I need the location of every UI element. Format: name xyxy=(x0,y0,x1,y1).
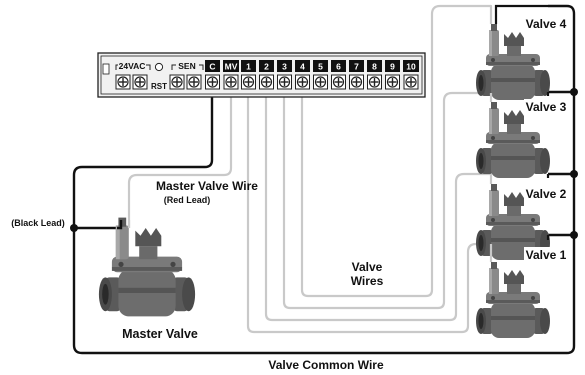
common-wire xyxy=(72,4,576,355)
valve-1-label: Valve 1 xyxy=(526,248,567,262)
terminal-zone-9: 9 xyxy=(390,62,395,72)
terminal-zone-10: 10 xyxy=(406,62,416,72)
screw-terminal xyxy=(115,74,131,90)
screw-terminal xyxy=(331,74,346,90)
reset-label: RST xyxy=(151,82,167,91)
terminal-group-sensor: SEN xyxy=(178,61,195,71)
zone-terminal-labels: 1 2 3 4 5 6 7 8 9 10 xyxy=(241,60,419,72)
screw-terminal xyxy=(313,74,328,90)
terminal-zone-7: 7 xyxy=(354,62,359,72)
zone-1-wire xyxy=(246,81,491,334)
master-valve-wire-label: Master Valve Wire xyxy=(156,179,258,193)
screw-terminal xyxy=(403,74,419,90)
terminal-zone-5: 5 xyxy=(318,62,323,72)
master-valve xyxy=(98,217,196,317)
screw-terminal xyxy=(169,74,185,90)
valve-common-wire-label: Valve Common Wire xyxy=(268,358,384,372)
screw-terminals xyxy=(115,74,419,90)
zone-3-wire xyxy=(282,81,491,310)
screw-terminal xyxy=(277,74,292,90)
terminal-zone-2: 2 xyxy=(264,62,269,72)
valve-1 xyxy=(476,262,550,338)
terminal-zone-4: 4 xyxy=(300,62,305,72)
red-lead-label: (Red Lead) xyxy=(164,195,211,205)
terminal-zone-8: 8 xyxy=(372,62,377,72)
screw-terminal xyxy=(132,74,148,90)
valve-2-label: Valve 2 xyxy=(526,187,567,201)
master-valve-label: Master Valve xyxy=(122,327,198,341)
valve-4-label: Valve 4 xyxy=(526,17,567,31)
screw-terminal xyxy=(259,74,274,90)
wire-junctions xyxy=(70,88,578,239)
valve-wires-label-line2: Wires xyxy=(351,274,384,288)
zone-2-wire xyxy=(264,81,491,322)
screw-terminal xyxy=(367,74,382,90)
valve-3-label: Valve 3 xyxy=(526,100,567,114)
valve-4 xyxy=(476,24,550,100)
zone-4-wire xyxy=(300,4,493,298)
grey-wires xyxy=(127,4,493,334)
screw-terminal xyxy=(205,74,220,90)
terminal-group-24vac: 24VAC xyxy=(119,61,146,71)
terminal-common-label: C xyxy=(209,62,215,72)
screw-terminal xyxy=(241,74,256,90)
screw-terminal xyxy=(223,74,239,90)
screw-terminal xyxy=(186,74,202,90)
terminal-zone-6: 6 xyxy=(336,62,341,72)
terminal-master-label: MV xyxy=(225,62,238,72)
screw-terminal xyxy=(295,74,310,90)
valve-solenoid-leads xyxy=(489,4,550,262)
master-valve-wire xyxy=(127,81,233,228)
controller-terminal-strip: 24VAC RST SEN C MV 1 2 3 4 5 6 7 xyxy=(97,52,426,98)
terminal-zone-1: 1 xyxy=(246,62,251,72)
valve-wires-label-line1: Valve xyxy=(352,260,383,274)
screw-terminal xyxy=(349,74,364,90)
black-lead-label: (Black Lead) xyxy=(11,218,65,228)
terminal-zone-3: 3 xyxy=(282,62,287,72)
screw-terminal xyxy=(385,74,400,90)
